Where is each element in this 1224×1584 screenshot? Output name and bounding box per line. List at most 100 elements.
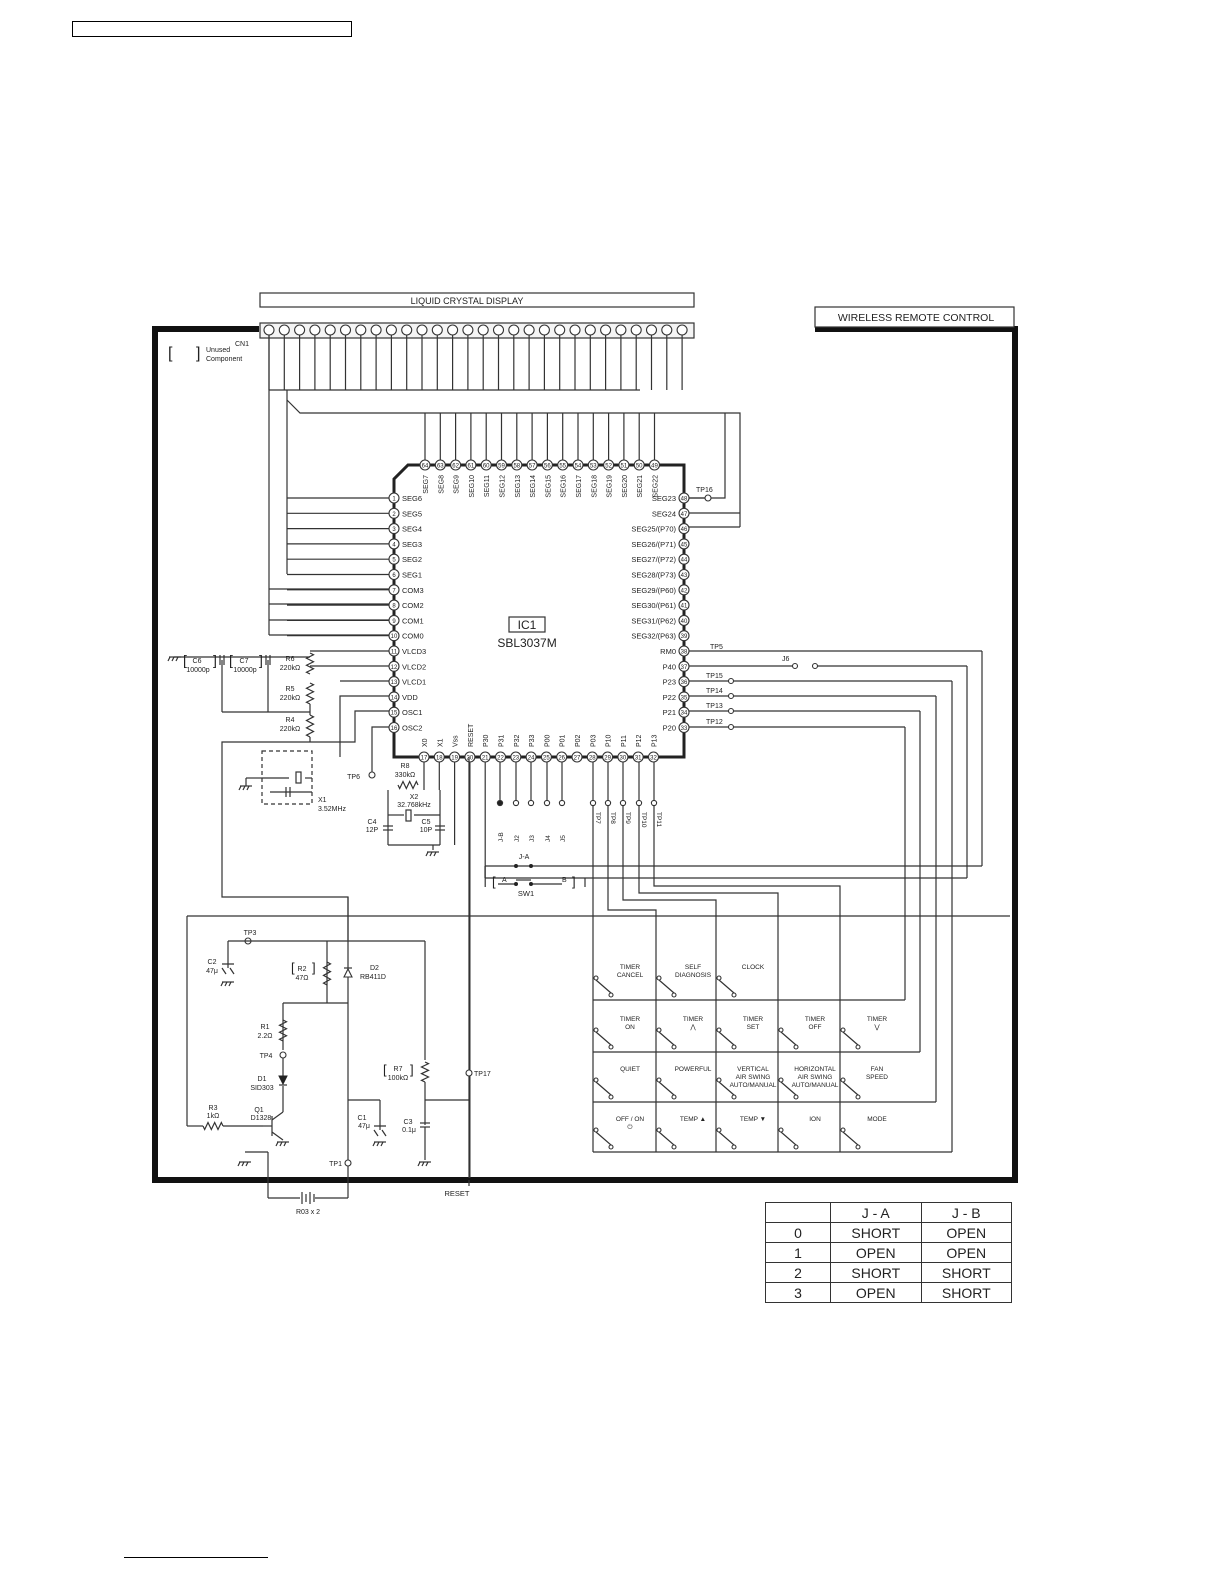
key-switch-contact bbox=[608, 1044, 614, 1050]
lcd-connector bbox=[259, 322, 695, 339]
ic-pin-name: SEG7 bbox=[423, 475, 430, 494]
ic-pin-name: P32 bbox=[514, 734, 521, 747]
test-point-label: TP8 bbox=[609, 812, 616, 824]
ic-pin-number: 7 bbox=[392, 588, 396, 594]
ic-pin-number: 16 bbox=[391, 726, 398, 732]
key-switch-contact bbox=[778, 1027, 784, 1033]
ic-pin-name: VLCD1 bbox=[402, 678, 426, 687]
ic-pin-name: SEG4 bbox=[402, 525, 422, 534]
bracket: ] bbox=[410, 1062, 414, 1077]
lcd-pin bbox=[508, 324, 520, 336]
ground-symbol bbox=[275, 1141, 279, 1147]
junction-dot bbox=[514, 882, 518, 886]
jumper-label: J-A bbox=[519, 854, 530, 861]
ic-pin-name: P30 bbox=[483, 734, 490, 747]
test-point bbox=[727, 692, 735, 700]
key-switch bbox=[595, 1031, 612, 1046]
ic-pin-name: RM0 bbox=[660, 647, 676, 656]
resistor-r5 bbox=[305, 682, 315, 705]
wire bbox=[622, 806, 717, 1152]
key-label: HORIZONTAL bbox=[794, 1066, 836, 1073]
ground-symbol bbox=[171, 656, 175, 662]
ic-pin-name: SEG22 bbox=[653, 475, 660, 498]
component-ref: C4 bbox=[368, 819, 377, 826]
component-value: RB411D bbox=[360, 974, 386, 981]
ic-pin-number: 46 bbox=[681, 527, 688, 533]
key-switch-contact bbox=[716, 1077, 722, 1083]
bracket: [ bbox=[383, 1062, 387, 1077]
ic-pin-number: 37 bbox=[681, 665, 688, 671]
ic-pin-name: P02 bbox=[575, 734, 582, 747]
component-value: 47μ bbox=[358, 1123, 370, 1130]
key-switch-contact bbox=[778, 1077, 784, 1083]
jumper-dot bbox=[543, 799, 551, 807]
jumper-label: J5 bbox=[560, 835, 567, 842]
ic-pin bbox=[678, 568, 690, 581]
key-switch bbox=[658, 979, 675, 994]
lcd-pin bbox=[523, 324, 535, 336]
jumper-table-row: 2 SHORT SHORT bbox=[765, 1262, 1012, 1283]
ic-pin-number: 5 bbox=[392, 558, 396, 564]
lcd-pin bbox=[554, 324, 566, 336]
lcd-pin bbox=[645, 324, 658, 336]
ic-pin-number: 55 bbox=[559, 464, 566, 470]
resistor-r8 bbox=[397, 780, 419, 790]
lcd-pin bbox=[370, 324, 382, 336]
ic-pin-name: SEG9 bbox=[454, 475, 461, 494]
key-switch bbox=[842, 1031, 859, 1046]
component-value: D1328 bbox=[251, 1115, 272, 1122]
lcd-pin bbox=[630, 324, 642, 336]
ic-pin bbox=[678, 523, 690, 535]
resistor-r1 bbox=[278, 1019, 288, 1042]
component-ref: R6 bbox=[286, 656, 295, 663]
ic-pin-number: 64 bbox=[422, 464, 429, 470]
ja-state: SHORT bbox=[830, 1222, 922, 1243]
ground-symbol bbox=[417, 1161, 421, 1167]
ic-pin-name: SEG11 bbox=[484, 475, 491, 497]
ic-pin-name: SEG1 bbox=[402, 571, 422, 580]
ic-pin-number: 44 bbox=[681, 558, 688, 564]
test-point bbox=[650, 799, 658, 807]
ic-pin-name: SEG15 bbox=[545, 475, 552, 498]
ic-pin-name: SEG23 bbox=[652, 494, 676, 503]
test-point-label: TP14 bbox=[706, 688, 723, 695]
component-value: 220kΩ bbox=[280, 695, 300, 702]
ic-pin-name: P10 bbox=[606, 734, 613, 747]
lcd-pin bbox=[600, 324, 612, 336]
ground-symbol bbox=[175, 656, 179, 662]
ic-pin-name: COM1 bbox=[402, 616, 424, 625]
component-ref: C6 bbox=[193, 658, 202, 665]
key-label: AIR SWING bbox=[736, 1074, 771, 1081]
lcd-pin bbox=[447, 324, 459, 336]
ic-pin-name: P01 bbox=[560, 734, 567, 747]
test-point bbox=[727, 677, 735, 685]
ic-pin-name: SEG29/(P60) bbox=[631, 586, 676, 595]
ground-symbol bbox=[245, 1161, 249, 1167]
wire bbox=[221, 710, 389, 940]
component-ref: X1 bbox=[318, 797, 327, 804]
key-label: TEMP ▲ bbox=[680, 1116, 706, 1123]
test-point-label: TP1 bbox=[329, 1161, 342, 1168]
legend-label: Unused bbox=[206, 347, 230, 354]
ic-pin-name: SEG12 bbox=[500, 475, 507, 498]
lcd-pin bbox=[676, 324, 688, 336]
ic-pin-number: 19 bbox=[451, 756, 458, 762]
key-switch-contact bbox=[593, 1127, 599, 1133]
key-switch-contact bbox=[671, 1094, 677, 1100]
key-label: TEMP ▼ bbox=[740, 1116, 766, 1123]
component-value: 220kΩ bbox=[280, 665, 300, 672]
ic-pin-number: 32 bbox=[650, 756, 657, 762]
test-point bbox=[727, 707, 735, 715]
resistor-r6 bbox=[305, 652, 315, 675]
key-label: QUIET bbox=[620, 1066, 640, 1073]
test-point-label: TP7 bbox=[594, 812, 601, 824]
key-switch-contact bbox=[731, 992, 737, 998]
ic-pin-name: COM2 bbox=[402, 601, 424, 610]
component-ref: R5 bbox=[286, 686, 295, 693]
lcd-pin bbox=[569, 324, 581, 336]
resistor-r2 bbox=[322, 961, 332, 986]
ic-pin-name: SEG14 bbox=[530, 475, 537, 498]
component-ref: C1 bbox=[358, 1115, 367, 1122]
lcd-pin bbox=[401, 324, 413, 336]
ic-ref-label: IC1 bbox=[518, 618, 537, 632]
